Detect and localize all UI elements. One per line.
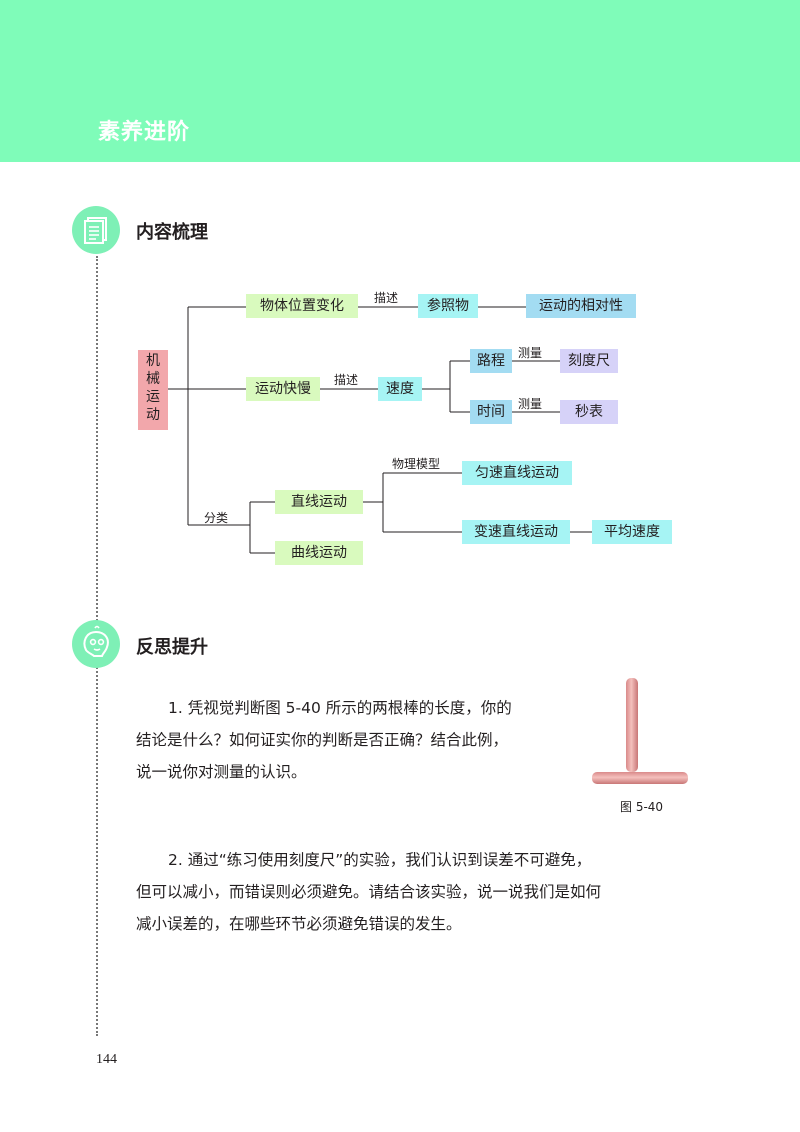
label-physical-model: 物理模型	[392, 457, 441, 471]
node-curvilinear-motion: 曲线运动	[275, 541, 363, 565]
document-icon	[72, 206, 120, 254]
banner-title: 素养进阶	[98, 120, 191, 145]
question-2-line-2: 但可以减小，而错误则必须避免。请结合该实验，说一说我们是如何	[136, 883, 602, 901]
vertical-rod	[626, 678, 638, 772]
node-average-speed: 平均速度	[592, 520, 672, 544]
question-1-line-3: 说一说你对测量的认识。	[136, 763, 307, 781]
figure-two-rods	[592, 678, 688, 784]
thinking-face-icon	[72, 620, 120, 668]
node-speed-of-motion: 运动快慢	[246, 377, 320, 401]
question-1: 1. 凭视觉判断图 5-40 所示的两根棒的长度，你的 结论是什么？如何证实你的…	[136, 692, 576, 788]
question-1-line-1: 1. 凭视觉判断图 5-40 所示的两根棒的长度，你的	[168, 699, 512, 717]
node-distance: 路程	[470, 349, 512, 373]
node-time: 时间	[470, 400, 512, 424]
node-uniform-linear-motion: 匀速直线运动	[462, 461, 572, 485]
question-1-line-2: 结论是什么？如何证实你的判断是否正确？结合此例，	[136, 731, 509, 749]
section-title-reflection: 反思提升	[136, 637, 208, 658]
node-stopwatch: 秒表	[560, 400, 618, 424]
header-banner	[0, 0, 800, 162]
horizontal-rod	[592, 772, 688, 784]
node-linear-motion: 直线运动	[275, 490, 363, 514]
node-position-change: 物体位置变化	[246, 294, 358, 318]
question-2: 2. 通过“练习使用刻度尺”的实验，我们认识到误差不可避免， 但可以减小，而错误…	[136, 844, 696, 940]
concept-root-mechanical-motion: 机 械 运 动	[138, 350, 168, 430]
label-measure-2: 测量	[518, 397, 543, 411]
question-2-line-1: 2. 通过“练习使用刻度尺”的实验，我们认识到误差不可避免，	[168, 851, 592, 869]
node-speed: 速度	[378, 377, 422, 401]
label-classification: 分类	[204, 511, 229, 525]
page-number: 144	[96, 1052, 117, 1067]
node-ruler: 刻度尺	[560, 349, 618, 373]
label-measure-1: 测量	[518, 346, 543, 360]
node-reference-object: 参照物	[418, 294, 478, 318]
section-title-content-review: 内容梳理	[136, 222, 208, 243]
label-describe-1: 描述	[374, 291, 399, 305]
figure-caption: 图 5-40	[620, 800, 664, 814]
question-2-line-3: 减小误差的，在哪些环节必须避免错误的发生。	[136, 915, 462, 933]
node-relativity-of-motion: 运动的相对性	[526, 294, 636, 318]
node-variable-linear-motion: 变速直线运动	[462, 520, 570, 544]
label-describe-2: 描述	[334, 373, 359, 387]
